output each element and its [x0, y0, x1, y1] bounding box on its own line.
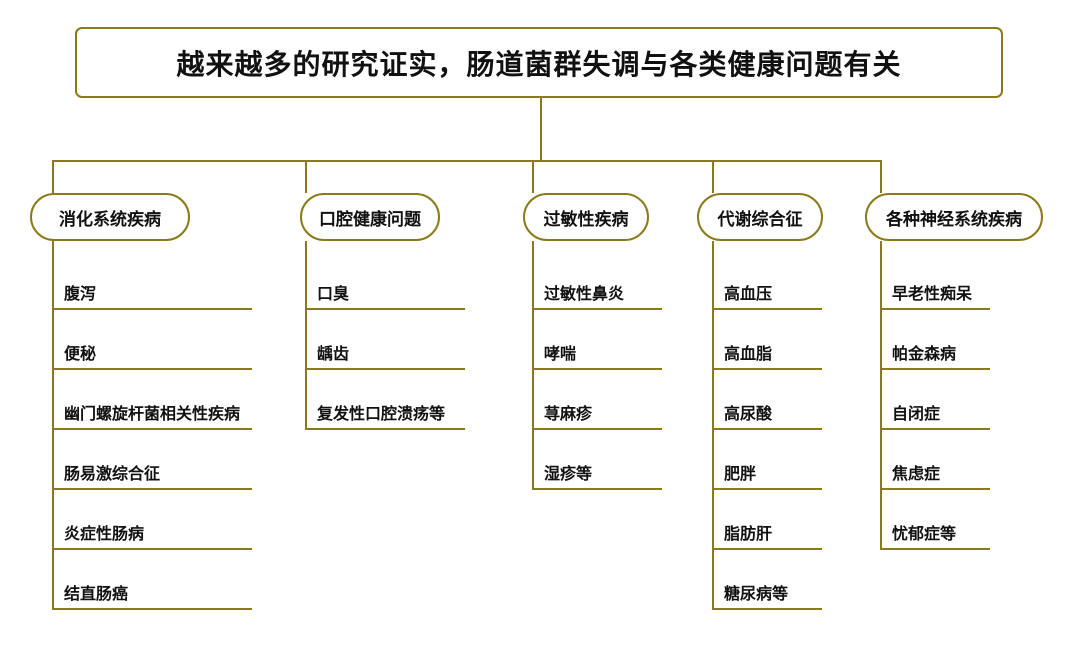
leaf-item[interactable]: 幽门螺旋杆菌相关性疾病 [52, 378, 252, 430]
leaf-item-label: 帕金森病 [892, 346, 957, 364]
leaf-item[interactable]: 高血脂 [712, 318, 822, 370]
category-node-0[interactable]: 消化系统疾病 [30, 193, 190, 241]
leaf-item[interactable]: 复发性口腔溃疡等 [305, 378, 465, 430]
leaf-item[interactable]: 过敏性鼻炎 [532, 258, 662, 310]
leaf-item[interactable]: 脂肪肝 [712, 498, 822, 550]
leaf-item[interactable]: 炎症性肠病 [52, 498, 252, 550]
leaf-item-label: 肠易激综合征 [64, 466, 161, 484]
leaf-item[interactable]: 糖尿病等 [712, 558, 822, 610]
leaf-item-label: 龋齿 [317, 346, 350, 364]
leaf-item[interactable]: 高血压 [712, 258, 822, 310]
trunk-line [540, 98, 542, 160]
leaf-item-label: 湿疹等 [544, 466, 593, 484]
leaf-item[interactable]: 哮喘 [532, 318, 662, 370]
leaf-item[interactable]: 忧郁症等 [880, 498, 990, 550]
leaf-item[interactable]: 腹泻 [52, 258, 252, 310]
column-spine [712, 241, 714, 610]
leaf-item-label: 肥胖 [724, 466, 757, 484]
category-label: 各种神经系统疾病 [886, 209, 1022, 229]
branch-drop-line-0 [52, 160, 54, 193]
bus-line [52, 160, 882, 162]
leaf-item-label: 忧郁症等 [892, 526, 957, 544]
leaf-item-label: 高尿酸 [724, 406, 773, 424]
leaf-item[interactable]: 焦虑症 [880, 438, 990, 490]
category-label: 代谢综合征 [717, 209, 803, 229]
leaf-item[interactable]: 口臭 [305, 258, 465, 310]
leaf-item[interactable]: 荨麻疹 [532, 378, 662, 430]
leaf-item[interactable]: 湿疹等 [532, 438, 662, 490]
column-spine [532, 241, 534, 490]
branch-drop-line-4 [880, 160, 882, 193]
leaf-item[interactable]: 便秘 [52, 318, 252, 370]
leaf-item-label: 炎症性肠病 [64, 526, 145, 544]
root-title-text: 越来越多的研究证实，肠道菌群失调与各类健康问题有关 [176, 48, 902, 80]
leaf-item-label: 哮喘 [544, 346, 577, 364]
column-spine [52, 241, 54, 610]
category-node-1[interactable]: 口腔健康问题 [300, 193, 440, 241]
leaf-item-label: 过敏性鼻炎 [544, 286, 625, 304]
leaf-item[interactable]: 肠易激综合征 [52, 438, 252, 490]
leaf-item-label: 结直肠癌 [64, 586, 129, 604]
leaf-item-label: 荨麻疹 [544, 406, 593, 424]
leaf-item-label: 脂肪肝 [724, 526, 773, 544]
leaf-item[interactable]: 自闭症 [880, 378, 990, 430]
leaf-item-label: 腹泻 [64, 286, 97, 304]
leaf-item-label: 便秘 [64, 346, 97, 364]
leaf-item-label: 早老性痴呆 [892, 286, 973, 304]
category-node-3[interactable]: 代谢综合征 [697, 193, 823, 241]
leaf-item[interactable]: 龋齿 [305, 318, 465, 370]
leaf-item-label: 口臭 [317, 286, 350, 304]
leaf-item-label: 高血压 [724, 286, 773, 304]
branch-drop-line-3 [712, 160, 714, 193]
leaf-item[interactable]: 结直肠癌 [52, 558, 252, 610]
leaf-item-label: 自闭症 [892, 406, 941, 424]
leaf-item[interactable]: 高尿酸 [712, 378, 822, 430]
leaf-item-label: 糖尿病等 [724, 586, 789, 604]
category-label: 过敏性疾病 [543, 209, 629, 229]
leaf-item-label: 高血脂 [724, 346, 773, 364]
leaf-item[interactable]: 早老性痴呆 [880, 258, 990, 310]
category-label: 口腔健康问题 [319, 209, 421, 229]
leaf-item-label: 复发性口腔溃疡等 [317, 406, 446, 424]
leaf-item[interactable]: 肥胖 [712, 438, 822, 490]
category-node-4[interactable]: 各种神经系统疾病 [865, 193, 1043, 241]
category-label: 消化系统疾病 [59, 209, 161, 229]
leaf-item[interactable]: 帕金森病 [880, 318, 990, 370]
column-spine [880, 241, 882, 550]
leaf-item-label: 焦虑症 [892, 466, 941, 484]
column-spine [305, 241, 307, 430]
branch-drop-line-2 [532, 160, 534, 193]
branch-drop-line-1 [305, 160, 307, 193]
leaf-item-label: 幽门螺旋杆菌相关性疾病 [64, 406, 241, 424]
root-title-box: 越来越多的研究证实，肠道菌群失调与各类健康问题有关 [75, 27, 1003, 98]
category-node-2[interactable]: 过敏性疾病 [523, 193, 649, 241]
